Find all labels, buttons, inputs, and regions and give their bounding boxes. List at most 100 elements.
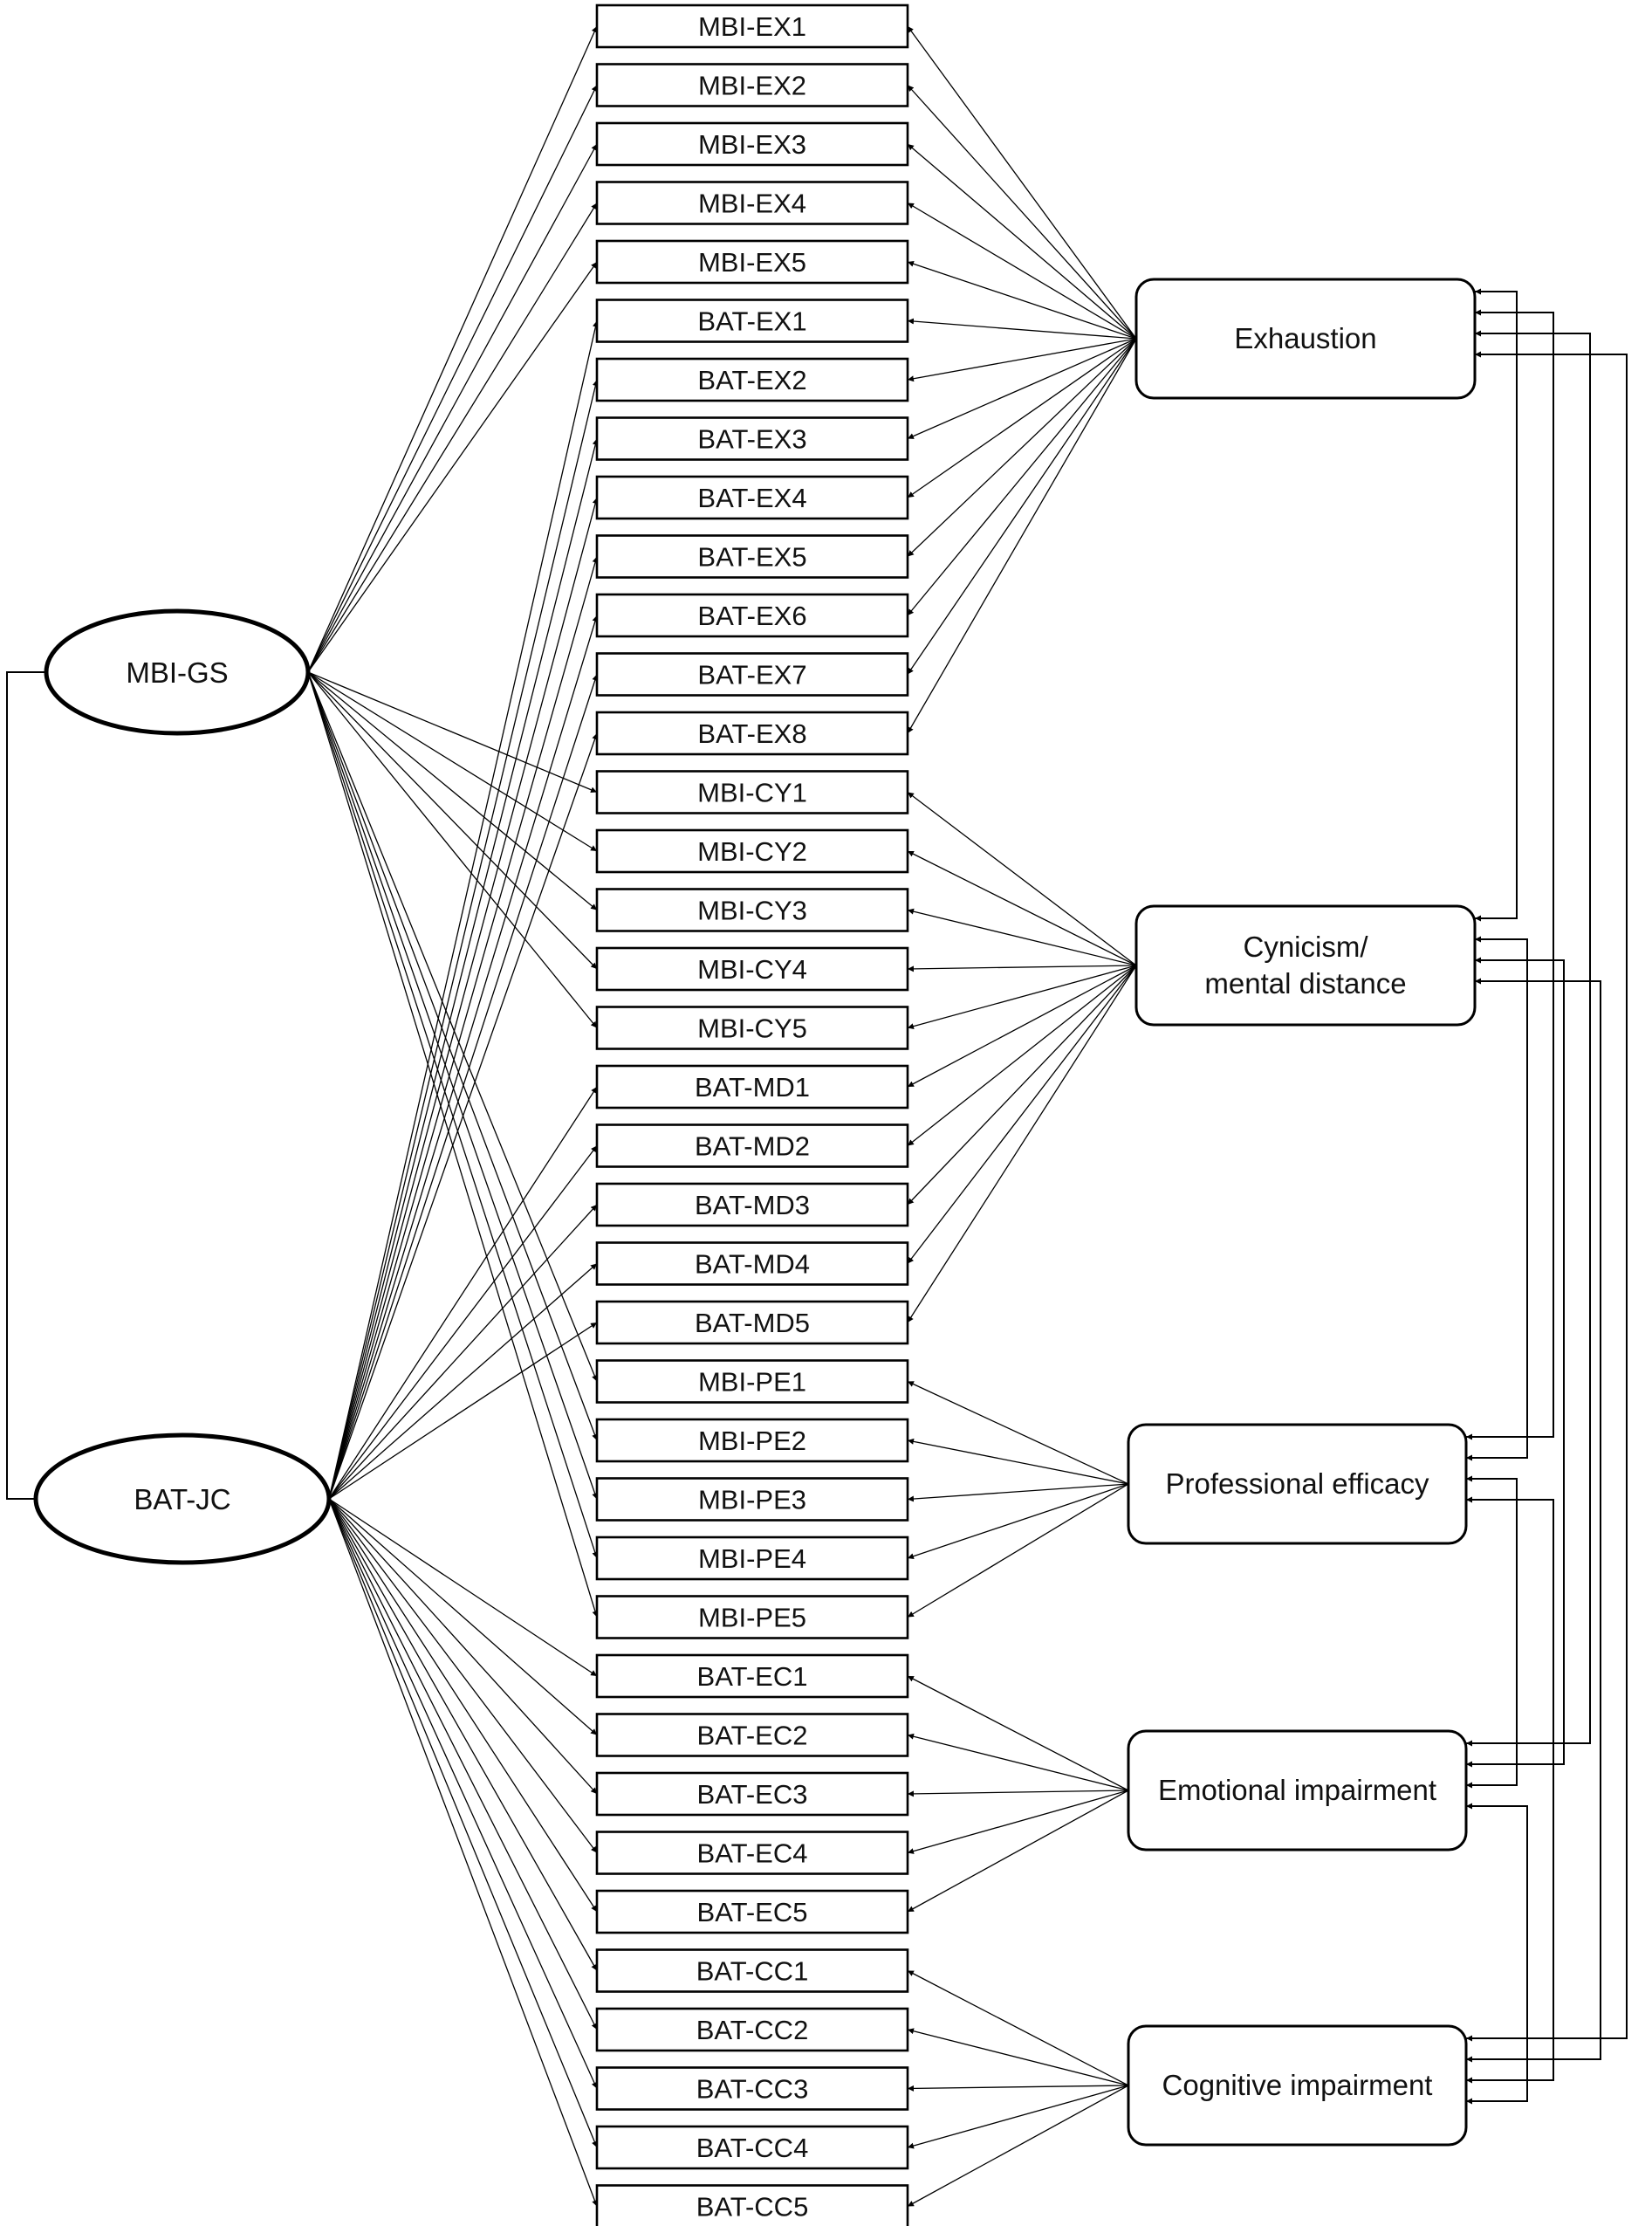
factor-label: Cynicism/	[1243, 931, 1368, 963]
item-label: MBI-EX1	[698, 11, 806, 42]
item-box	[595, 1359, 909, 1404]
factor-ei: Emotional impairment	[1127, 1729, 1468, 1852]
loading-cy-mbi-cy3	[907, 908, 1137, 966]
item-box	[595, 239, 909, 285]
loading-mbi-mbi-ex3	[307, 143, 598, 673]
item-mbi-cy2: MBI-CY2	[595, 828, 909, 874]
loading-mbi-mbi-pe4	[307, 671, 599, 1559]
correlation-ex-ei	[1466, 330, 1591, 1747]
loading-bat-bat-cc3	[328, 1498, 598, 2089]
loading-mbi-mbi-cy5	[307, 671, 598, 1028]
item-box	[595, 652, 909, 697]
loading-ex-bat-ex8	[907, 338, 1137, 734]
item-label: MBI-CY1	[697, 778, 807, 808]
loading-cy-mbi-cy4	[907, 965, 1137, 972]
correlation-ex-cy	[1475, 288, 1518, 922]
item-mbi-cy3: MBI-CY3	[595, 888, 909, 932]
item-bat-md5: BAT-MD5	[595, 1300, 909, 1345]
loading-bat-bat-ex2	[328, 379, 599, 1500]
factor-box	[1127, 1729, 1468, 1852]
factor-loading-arrows	[307, 25, 1137, 2208]
item-box	[595, 357, 909, 402]
item-box	[595, 946, 909, 992]
latent-ellipse	[44, 608, 311, 736]
loading-bat-bat-md2	[328, 1145, 598, 1500]
item-box	[595, 1300, 909, 1345]
correlation-ei-ci	[1466, 1803, 1528, 2105]
latent-bat-jc: BAT-JC	[33, 1432, 332, 1565]
item-label: BAT-EC1	[697, 1661, 808, 1692]
item-label: BAT-EC5	[697, 1897, 808, 1927]
item-bat-ex6: BAT-EX6	[595, 593, 909, 638]
item-label: BAT-EX4	[697, 483, 806, 513]
loading-bat-bat-cc1	[328, 1498, 598, 1971]
loading-cy-mbi-cy5	[907, 965, 1137, 1030]
loading-ex-bat-ex7	[907, 338, 1137, 675]
item-label: BAT-EC4	[697, 1838, 808, 1869]
item-bat-ex5: BAT-EX5	[595, 534, 909, 579]
item-mbi-ex3: MBI-EX3	[595, 121, 909, 167]
item-box	[595, 2125, 909, 2170]
loading-cy-mbi-cy1	[907, 791, 1137, 966]
loading-cy-bat-md2	[907, 965, 1137, 1147]
item-bat-cc5: BAT-CC5	[595, 2184, 909, 2226]
item-label: MBI-PE5	[698, 1603, 806, 1633]
item-bat-ex4: BAT-EX4	[595, 475, 909, 520]
item-bat-md4: BAT-MD4	[595, 1241, 909, 1286]
item-label: MBI-EX2	[698, 71, 806, 101]
item-box	[595, 1477, 909, 1522]
loading-cy-bat-md3	[907, 965, 1137, 1206]
loading-mbi-mbi-ex4	[307, 203, 598, 673]
item-bat-ec5: BAT-EC5	[595, 1889, 909, 1934]
loading-bat-bat-ec3	[328, 1498, 598, 1795]
item-mbi-cy1: MBI-CY1	[595, 770, 909, 814]
item-box	[595, 888, 909, 932]
item-bat-ex1: BAT-EX1	[595, 299, 909, 343]
loading-bat-bat-md4	[328, 1263, 598, 1500]
item-mbi-pe5: MBI-PE5	[595, 1595, 909, 1639]
item-bat-ec4: BAT-EC4	[595, 1831, 909, 1875]
latent-factors: MBI-GS BAT-JC	[33, 608, 332, 1565]
loading-pe-mbi-pe4	[907, 1483, 1129, 1560]
item-label: BAT-MD3	[695, 1190, 810, 1220]
factor-pe: Professional efficacy	[1127, 1423, 1468, 1545]
item-mbi-pe3: MBI-PE3	[595, 1477, 909, 1522]
item-label: MBI-PE3	[698, 1485, 806, 1515]
item-label: BAT-CC3	[696, 2074, 809, 2105]
item-box	[595, 1418, 909, 1463]
correlation-ex-pe	[1466, 309, 1554, 1440]
loading-ex-bat-ex2	[907, 338, 1137, 382]
item-box	[595, 475, 909, 520]
latent-ellipse	[33, 1432, 332, 1565]
loading-pe-mbi-pe2	[907, 1438, 1129, 1485]
loading-cy-bat-md4	[907, 965, 1137, 1264]
item-label: MBI-EX5	[698, 247, 806, 278]
item-box	[595, 1771, 909, 1817]
loading-ei-bat-ec5	[907, 1790, 1129, 1913]
item-bat-md2: BAT-MD2	[595, 1123, 909, 1168]
correlation-mbi-bat	[6, 669, 55, 1502]
loading-ex-bat-ex5	[907, 338, 1137, 557]
item-box	[595, 1123, 909, 1168]
loading-bat-bat-ec4	[328, 1498, 598, 1853]
item-box	[595, 593, 909, 638]
correlation-cy-pe	[1466, 936, 1528, 1461]
item-label: MBI-CY3	[697, 896, 807, 926]
item-box	[595, 181, 909, 225]
item-label: BAT-EX5	[697, 542, 806, 573]
item-bat-md3: BAT-MD3	[595, 1182, 909, 1227]
loading-ex-mbi-ex5	[907, 260, 1137, 340]
loading-mbi-mbi-pe3	[307, 671, 598, 1500]
loading-pe-mbi-pe3	[907, 1483, 1129, 1502]
item-box	[595, 711, 909, 756]
item-box	[595, 2007, 909, 2052]
item-label: MBI-CY4	[697, 954, 807, 985]
item-bat-ec1: BAT-EC1	[595, 1653, 909, 1699]
loading-ex-mbi-ex2	[907, 85, 1137, 340]
loading-cy-bat-md5	[907, 965, 1137, 1323]
item-label: BAT-EX6	[697, 601, 806, 631]
item-box	[595, 770, 909, 814]
latent-mbi-gs: MBI-GS	[44, 608, 311, 736]
loading-mbi-mbi-cy2	[307, 671, 598, 852]
loading-bat-bat-cc2	[328, 1498, 598, 2030]
